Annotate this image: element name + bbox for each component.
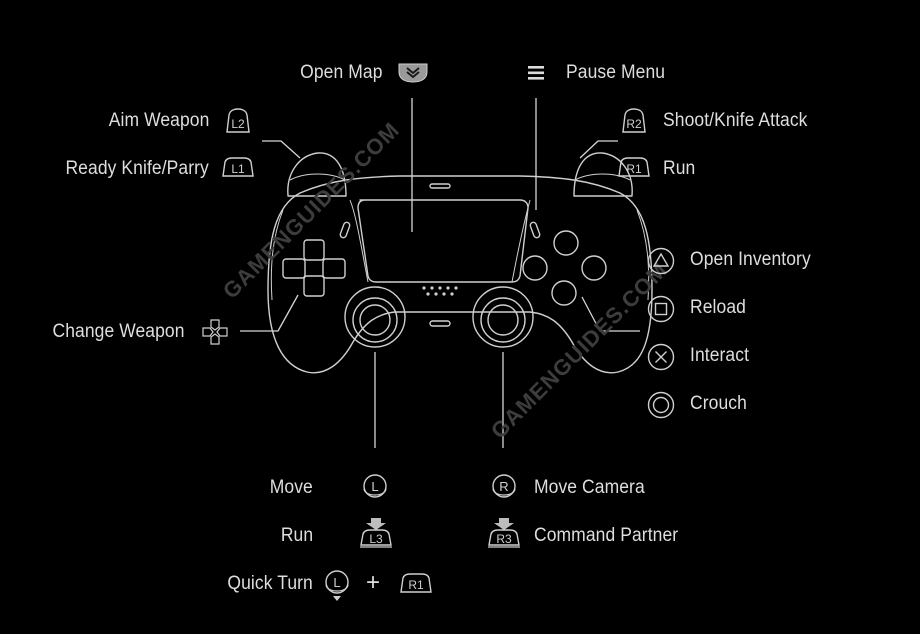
left-stick xyxy=(344,286,406,348)
svg-text:R2: R2 xyxy=(626,117,642,131)
right-stick-icon: R xyxy=(492,474,516,498)
left-stick-icon: L xyxy=(363,474,387,498)
svg-text:L: L xyxy=(371,479,378,494)
dpad-icon xyxy=(202,319,228,345)
l2-button-icon: L2 xyxy=(226,108,250,133)
move-camera-label: Move Camera xyxy=(534,477,645,498)
run-r1-label: Run xyxy=(663,158,696,179)
svg-text:L2: L2 xyxy=(231,117,245,131)
l3-button-icon: L3 xyxy=(360,518,392,548)
svg-text:L: L xyxy=(333,575,340,590)
square-icon xyxy=(647,295,675,323)
l1-button-icon: L1 xyxy=(222,157,254,177)
command-partner-label: Command Partner xyxy=(534,525,679,546)
svg-text:R1: R1 xyxy=(408,578,424,592)
cross-icon xyxy=(647,343,675,371)
watermark-text: GAMENGUIDES.COM xyxy=(486,257,672,443)
l2-trigger xyxy=(287,152,347,197)
svg-text:R3: R3 xyxy=(496,532,512,546)
r1-button-icon: R1 xyxy=(618,157,650,177)
svg-text:R1: R1 xyxy=(626,162,642,176)
options-icon xyxy=(528,66,544,80)
svg-text:L1: L1 xyxy=(231,162,245,176)
touchpad-icon xyxy=(398,63,428,83)
touchpad xyxy=(357,199,529,283)
aim-weapon-label: Aim Weapon xyxy=(108,110,209,131)
left-stick-down-icon: L xyxy=(325,570,349,601)
run-l3-label: Run xyxy=(280,525,313,546)
controller-body xyxy=(267,175,653,374)
triangle-icon xyxy=(647,247,675,275)
r2-button-icon: R2 xyxy=(622,108,646,133)
dpad xyxy=(282,239,346,297)
svg-text:L3: L3 xyxy=(369,532,383,546)
change-weapon-label: Change Weapon xyxy=(52,321,185,342)
right-stick xyxy=(472,286,534,348)
interact-label: Interact xyxy=(690,345,750,366)
pause-menu-label: Pause Menu xyxy=(566,62,666,83)
open-map-label: Open Map xyxy=(300,62,383,83)
reload-label: Reload xyxy=(690,297,746,318)
r1-button-icon: R1 xyxy=(400,573,432,593)
ready-knife-parry-label: Ready Knife/Parry xyxy=(65,158,209,179)
crouch-label: Crouch xyxy=(690,393,747,414)
svg-text:R: R xyxy=(499,479,508,494)
open-inventory-label: Open Inventory xyxy=(690,249,811,270)
plus-sign: + xyxy=(366,569,381,596)
shoot-knife-attack-label: Shoot/Knife Attack xyxy=(663,110,808,131)
circle-icon xyxy=(647,391,675,419)
r3-button-icon: R3 xyxy=(488,518,520,548)
r2-trigger xyxy=(573,152,633,197)
quick-turn-label: Quick Turn xyxy=(227,573,313,594)
move-label: Move xyxy=(269,477,313,498)
